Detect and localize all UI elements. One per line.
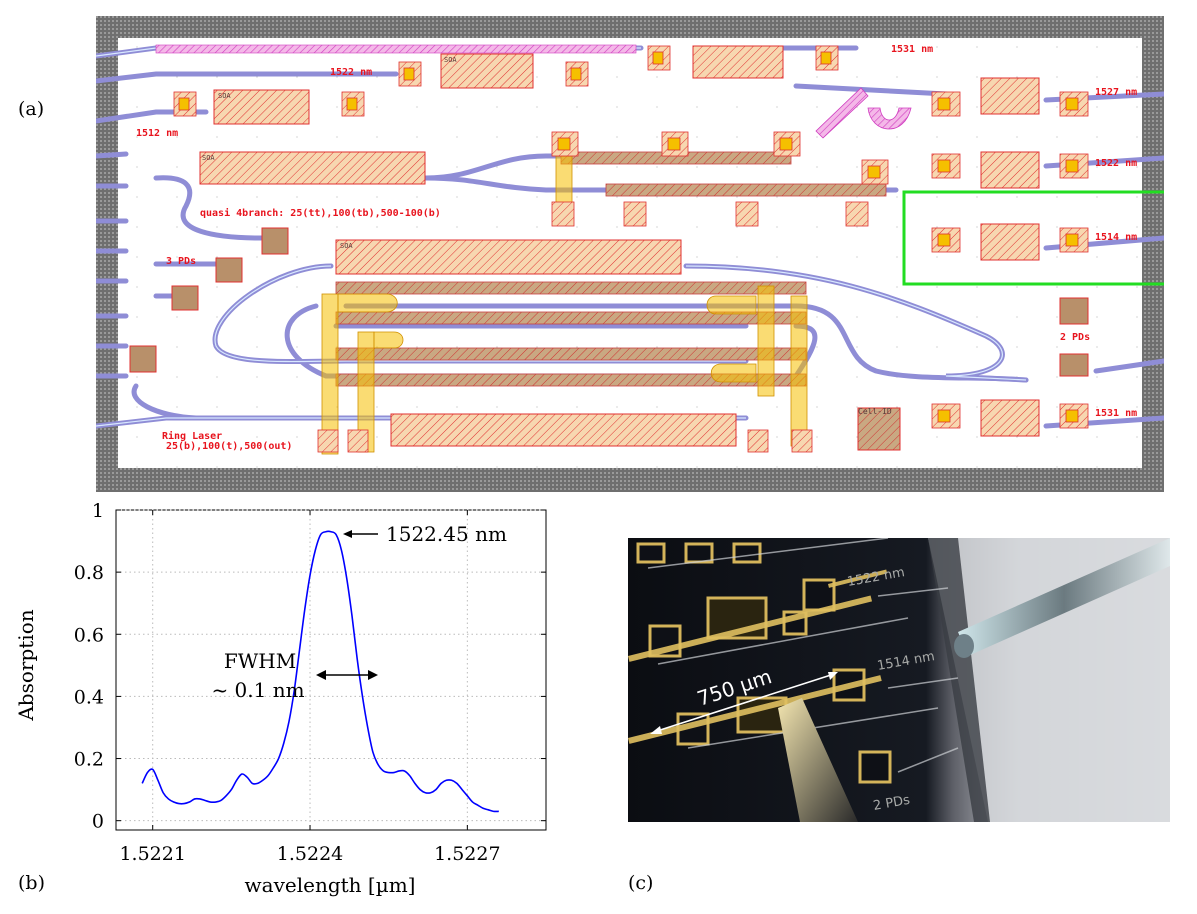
photodiode-pads: [129, 227, 1089, 377]
label-3-pds: 3 PDs: [166, 256, 196, 267]
y-tick-label: 0.4: [74, 686, 104, 708]
fiber-probe: [954, 538, 1170, 658]
chart-ticks: 1.5221 1.5224 1.5227 0 0.2 0.4 0.6 0.8 1: [74, 500, 546, 865]
peak-label: 1522.45 nm: [386, 522, 507, 546]
x-tick-label: 1.5221: [119, 843, 185, 865]
label-1531-bottom: 1531 nm: [1095, 408, 1137, 419]
soa-blocks: [199, 45, 1040, 447]
fwhm-annotation: FWHM ~ 0.1 nm: [211, 649, 378, 702]
label-cell-id: Cell-ID: [858, 407, 892, 416]
panel-label-c: (c): [628, 872, 654, 894]
chip-layout: 1531 nm 1522 nm 1512 nm 1527 nm 1522 nm …: [96, 16, 1164, 492]
label-1512: 1512 nm: [136, 128, 178, 139]
soa-tag: SOA: [444, 56, 457, 64]
plot-frame: [115, 509, 547, 831]
panel-label-b: (b): [18, 872, 45, 894]
label-2-pds: 2 PDs: [1060, 332, 1090, 343]
microscope-photo: 1522 nm 1514 nm 2 PDs 750 µm: [628, 538, 1170, 822]
absorption-series-line: [141, 530, 499, 813]
highlight-box-1514: [902, 190, 1164, 286]
absorption-chart: 1.5221 1.5224 1.5227 0 0.2 0.4 0.6 0.8 1 wavelen…: [14, 500, 547, 897]
y-tick-label: 0.6: [74, 624, 104, 646]
soa-tag: SOA: [218, 92, 231, 100]
x-tick-label: 1.5224: [277, 843, 343, 865]
x-tick-label: 1.5227: [434, 843, 500, 865]
label-1514: 1514 nm: [1095, 232, 1137, 243]
label-ring-params: 25(b),100(t),500(out): [166, 441, 292, 452]
magenta-structures: [155, 44, 912, 139]
label-1527: 1527 nm: [1095, 87, 1137, 98]
label-quasi-4branch: quasi 4branch: 25(tt),100(tb),500-100(b): [200, 207, 441, 219]
contact-pads: [173, 45, 1089, 453]
fwhm-label: FWHM: [224, 649, 296, 673]
y-tick-label: 0.2: [74, 749, 104, 771]
photo-label-2pds: 2 PDs: [872, 793, 911, 814]
yellow-contacts: [321, 155, 808, 455]
peak-annotation: 1522.45 nm: [343, 522, 507, 546]
soa-tag: SOA: [202, 154, 215, 162]
chart-series: [141, 530, 499, 813]
fwhm-value: ~ 0.1 nm: [211, 678, 304, 702]
label-1522-top: 1522 nm: [330, 67, 372, 78]
y-axis-label: Absorption: [14, 609, 38, 721]
cell-id-block: [857, 407, 901, 451]
y-tick-label: 0.8: [74, 562, 104, 584]
label-1522-right: 1522 nm: [1095, 158, 1137, 169]
label-1531-top: 1531 nm: [891, 44, 933, 55]
photo-strips: [628, 569, 888, 744]
chart-axes: [115, 509, 547, 831]
soa-tag: SOA: [340, 242, 353, 250]
x-axis-label: wavelength [µm]: [245, 873, 416, 897]
needle-probe: [778, 698, 858, 822]
y-tick-label: 0: [92, 811, 104, 833]
y-tick-label: 1: [92, 500, 104, 522]
label-ring-laser: Ring Laser: [162, 430, 222, 442]
panel-label-a: (a): [18, 98, 45, 120]
layout-labels: 1531 nm 1522 nm 1512 nm 1527 nm 1522 nm …: [136, 44, 1137, 452]
